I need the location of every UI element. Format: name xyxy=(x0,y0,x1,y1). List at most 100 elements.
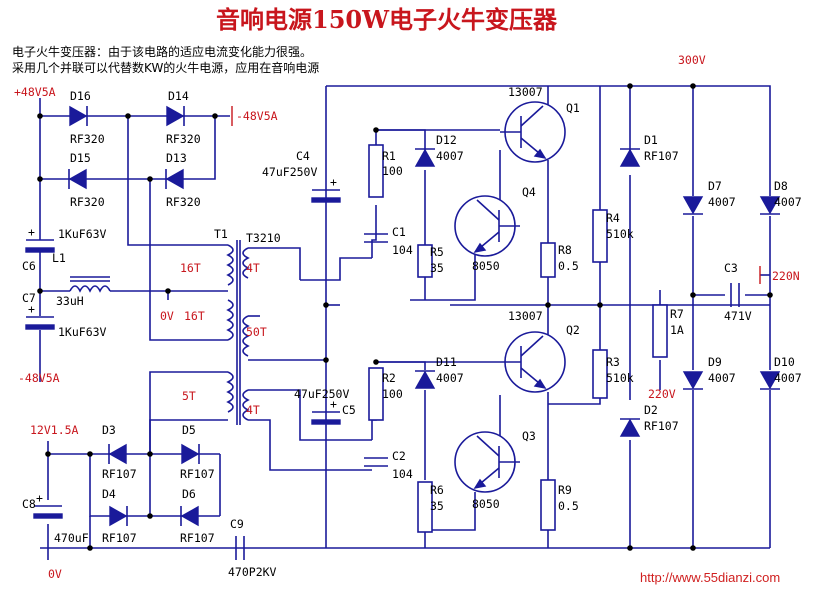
label-d14-ref: D14 xyxy=(168,89,189,103)
label-r5-val: 35 xyxy=(430,261,444,275)
label-d12-ref: D12 xyxy=(436,133,457,147)
winding-16t-b: 16T xyxy=(184,309,205,323)
diode-d7 xyxy=(682,196,704,215)
label-d5-val: RF107 xyxy=(180,467,215,481)
capacitor-c2 xyxy=(364,457,388,467)
description-line-2: 采用几个并联可以代替数KW的火牛电源，应用在音响电源 xyxy=(12,60,319,75)
rail-minus48-left: -48V5A xyxy=(18,371,60,385)
label-d16-val: RF320 xyxy=(70,132,105,146)
label-q2-val: 13007 xyxy=(508,309,543,323)
label-d8-ref: D8 xyxy=(774,179,788,193)
label-c7-val: 1KuF63V xyxy=(58,325,107,339)
label-r3-ref: R3 xyxy=(606,355,620,369)
diode-d16 xyxy=(69,105,88,127)
label-l1-ref: L1 xyxy=(52,251,66,265)
diode-d6 xyxy=(180,505,199,527)
label-r3-val: 510k xyxy=(606,371,634,385)
label-d13-ref: D13 xyxy=(166,151,187,165)
rail-0v-b: 0V xyxy=(48,567,62,581)
resistor-r6 xyxy=(417,481,433,533)
label-r5-ref: R5 xyxy=(430,245,444,259)
winding-4t-b: 4T xyxy=(246,403,260,417)
label-r4-ref: R4 xyxy=(606,211,620,225)
label-d4-val: RF107 xyxy=(102,531,137,545)
resistor-r5 xyxy=(417,244,433,278)
label-c2-ref: C2 xyxy=(392,449,406,463)
label-d9-val: 4007 xyxy=(708,371,736,385)
label-t1-ref: T1 xyxy=(214,227,228,241)
rail-12v: 12V1.5A xyxy=(30,423,79,437)
label-c4-val: 47uF250V xyxy=(262,165,317,179)
label-c1-ref: C1 xyxy=(392,225,406,239)
diode-d4 xyxy=(109,505,128,527)
svg-text:+: + xyxy=(330,175,337,189)
rail-300v: 300V xyxy=(678,53,706,67)
diode-d5 xyxy=(181,443,200,465)
rail-minus48-right: -48V5A xyxy=(236,109,278,123)
label-d7-ref: D7 xyxy=(708,179,722,193)
transistor-q3 xyxy=(454,431,520,493)
component-labels: D16 RF320 D14 RF320 D15 RF320 D13 RF320 … xyxy=(22,85,802,579)
capacitor-c4: + xyxy=(311,175,341,203)
resistor-r9 xyxy=(540,479,556,531)
capacitor-c3 xyxy=(730,283,740,307)
label-d13-val: RF320 xyxy=(166,195,201,209)
capacitor-c7: + xyxy=(25,302,55,330)
svg-text:+: + xyxy=(28,225,35,239)
diode-d8 xyxy=(759,196,781,215)
label-r1-val: 100 xyxy=(382,164,403,178)
winding-50t: 50T xyxy=(246,325,267,339)
label-r8-ref: R8 xyxy=(558,243,572,257)
label-d12-val: 4007 xyxy=(436,149,464,163)
capacitor-c8: + xyxy=(33,491,63,519)
label-d6-val: RF107 xyxy=(180,531,215,545)
label-c9-val: 470P2KV xyxy=(228,565,277,579)
description-line-1: 电子火牛变压器：由于该电路的适应电流变化能力很强。 xyxy=(12,44,312,59)
terminal-marks xyxy=(39,106,761,390)
label-r9-val: 0.5 xyxy=(558,499,579,513)
label-d15-ref: D15 xyxy=(70,151,91,165)
label-r6-ref: R6 xyxy=(430,483,444,497)
label-r8-val: 0.5 xyxy=(558,259,579,273)
label-c6-ref: C6 xyxy=(22,259,36,273)
winding-4t-a: 4T xyxy=(246,261,260,275)
resistor-r4 xyxy=(592,209,608,263)
label-r7-ref: R7 xyxy=(670,307,684,321)
label-q2-ref: Q2 xyxy=(566,323,580,337)
label-d15-val: RF320 xyxy=(70,195,105,209)
label-d11-val: 4007 xyxy=(436,371,464,385)
diode-d10 xyxy=(759,371,781,390)
transistor-q2 xyxy=(500,331,566,393)
label-d14-val: RF320 xyxy=(166,132,201,146)
label-d6-ref: D6 xyxy=(182,487,196,501)
capacitor-c5: + xyxy=(311,397,341,425)
transistor-q1 xyxy=(500,101,566,163)
resistor-r8 xyxy=(540,242,556,278)
svg-text:+: + xyxy=(330,397,337,411)
label-r2-ref: R2 xyxy=(382,371,396,385)
diode-d9 xyxy=(682,371,704,390)
label-c9-ref: C9 xyxy=(230,517,244,531)
watermark: http://www.55dianzi.com xyxy=(640,570,780,585)
diode-d3 xyxy=(108,443,127,465)
label-d3-val: RF107 xyxy=(102,467,137,481)
label-d16-ref: D16 xyxy=(70,89,91,103)
label-q4-val: 8050 xyxy=(472,259,500,273)
label-d1-ref: D1 xyxy=(644,133,658,147)
capacitor-c1 xyxy=(364,233,388,243)
label-c1-val: 104 xyxy=(392,243,413,257)
label-c6-val: 1KuF63V xyxy=(58,227,107,241)
svg-text:+: + xyxy=(36,491,43,505)
input-220v: 220V xyxy=(648,387,676,401)
label-c3-ref: C3 xyxy=(724,261,738,275)
diode-d12 xyxy=(414,148,436,167)
diode-d1 xyxy=(619,148,641,167)
label-d5-ref: D5 xyxy=(182,423,196,437)
label-t1-val: T3210 xyxy=(246,231,281,245)
label-r6-val: 35 xyxy=(430,499,444,513)
label-r4-val: 510k xyxy=(606,227,634,241)
label-r7-val: 1A xyxy=(670,323,684,337)
resistor-r3 xyxy=(592,349,608,399)
capacitor-c9 xyxy=(235,536,245,560)
